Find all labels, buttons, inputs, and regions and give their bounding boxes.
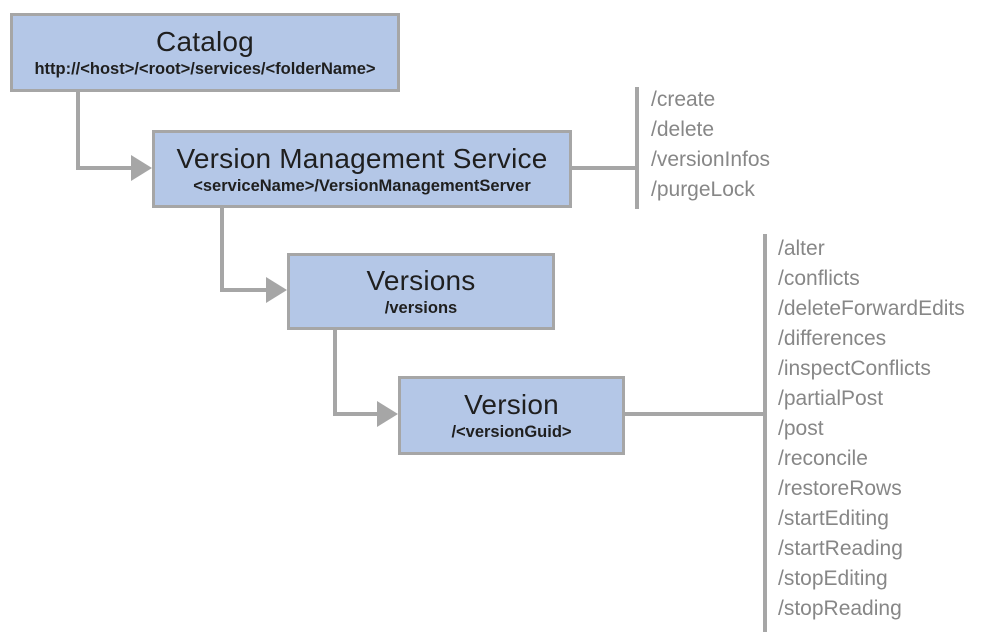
operation-item: /conflicts [778,267,860,290]
arrow-head-icon [266,277,287,303]
operation-item: /reconcile [778,447,868,470]
connector-vms-to-operations [572,166,635,170]
connector-catalog-to-vms-vertical [76,92,80,170]
operation-item: /delete [651,118,715,141]
node-url-pattern: http://<host>/<root>/services/<folderNam… [34,60,376,79]
operation-item: /restoreRows [778,477,902,500]
operations-bracket-version [763,234,767,632]
operations-bracket-vms [635,87,639,209]
node-title: Versions [366,265,476,297]
operation-item: /differences [778,327,887,350]
operations-list-version: /alter/conflicts/deleteForwardEdits/diff… [778,234,965,624]
node-catalog: Catalog http://<host>/<root>/services/<f… [10,13,400,92]
node-version-management-service: Version Management Service <serviceName>… [152,130,572,208]
node-url-pattern: <serviceName>/VersionManagementServer [193,176,531,195]
node-url-pattern: /versions [384,299,458,318]
node-versions: Versions /versions [287,253,555,330]
operation-item: /partialPost [778,387,884,410]
connector-vms-to-versions-horizontal [220,288,267,292]
node-url-pattern: /<versionGuid> [451,423,572,442]
operation-item: /create [651,88,716,111]
operation-item: /startEditing [778,507,889,530]
operation-item: /stopEditing [778,567,888,590]
node-title: Catalog [156,26,254,58]
operations-list-vms: /create/delete/versionInfos/purgeLock [651,85,770,205]
operation-item: /startReading [778,537,903,560]
arrow-head-icon [377,401,398,427]
connector-vms-to-versions-vertical [220,208,224,292]
operation-item: /versionInfos [651,148,771,171]
connector-versions-to-version-vertical [333,330,337,416]
connector-versions-to-version-horizontal [333,412,378,416]
operation-item: /stopReading [778,597,902,620]
node-title: Version Management Service [176,142,548,174]
operation-item: /inspectConflicts [778,357,931,380]
node-version: Version /<versionGuid> [398,376,625,455]
operation-item: /deleteForwardEdits [778,297,965,320]
operation-item: /purgeLock [651,178,755,201]
connector-catalog-to-vms-horizontal [76,166,132,170]
node-title: Version [464,389,559,421]
arrow-head-icon [131,155,152,181]
connector-version-to-operations [625,412,764,416]
operation-item: /alter [778,237,825,260]
operation-item: /post [778,417,824,440]
